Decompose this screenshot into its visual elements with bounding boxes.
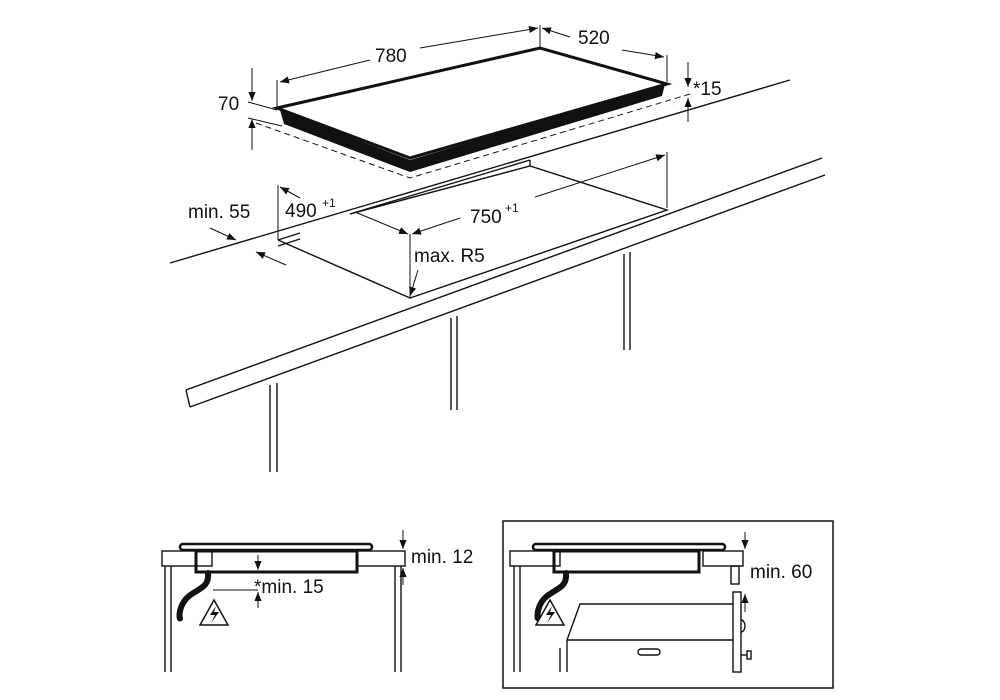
cutout-outline: [277, 165, 670, 299]
electric-hazard-icon: [534, 598, 566, 626]
dimension-520: 520: [541, 27, 668, 82]
worktop-legs: [269, 252, 631, 472]
bottom-clearance-label: *min. 15: [254, 577, 324, 598]
cutout-length-tolerance: +1: [505, 201, 519, 215]
min-front-distance-label: min. 55: [188, 202, 250, 223]
corner-radius-label: max. R5: [414, 246, 485, 267]
dimension-min-55: min. 55: [188, 202, 287, 266]
hob-height-label: 70: [218, 94, 239, 115]
dimension-70: 70: [218, 68, 283, 150]
dimension-780: 780: [276, 25, 541, 107]
hob-depth-label: 520: [578, 28, 610, 49]
power-cable: [176, 570, 212, 622]
oven: [559, 591, 752, 673]
dimension-750: 750 +1: [409, 152, 668, 298]
electric-hazard-icon: [198, 598, 230, 626]
hob-side-band: [280, 84, 665, 172]
worktop-thickness-label: min. 12: [411, 547, 473, 568]
dimension-15: *15: [684, 62, 722, 122]
hob-outline-dashed: [255, 93, 691, 179]
protrusion-label: *15: [693, 79, 722, 100]
oven-clearance-label: min. 60: [750, 562, 812, 583]
dimension-radius: max. R5: [409, 246, 485, 297]
cutout-length-label: 750: [470, 207, 502, 228]
hob-length-label: 780: [375, 46, 407, 67]
worktop: [169, 79, 826, 472]
dimension-490: 490 +1: [277, 185, 409, 240]
hob-top-surface: [271, 46, 673, 160]
cutout-depth-tolerance: +1: [322, 196, 336, 210]
power-cable: [534, 570, 570, 622]
cutout-depth-label: 490: [285, 201, 317, 222]
side-view-right: min. 60: [502, 520, 834, 689]
side-view-left: *min. 15 min. 12: [161, 530, 473, 672]
hob: [255, 46, 691, 179]
